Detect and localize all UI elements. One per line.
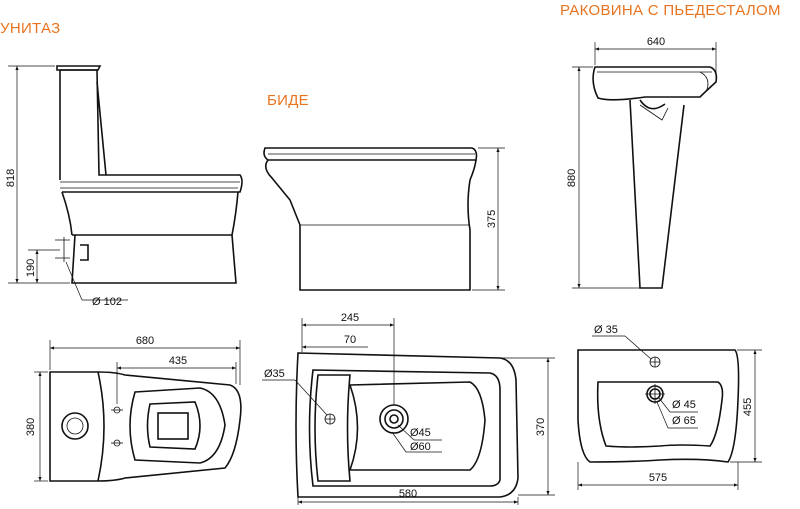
bidet-length-dimension: 580: [297, 488, 519, 505]
bidet-hole-45-label: Ø45: [410, 427, 431, 439]
basin-hole-45-label: Ø 45: [672, 399, 696, 411]
bidet-holes-45-60: Ø45 Ø60: [391, 424, 442, 453]
bidet-245-label: 245: [341, 312, 359, 324]
basin-depth-label: 455: [742, 398, 754, 416]
toilet-side-view: [55, 65, 243, 284]
toilet-width-label: 380: [25, 418, 37, 436]
bidet-top-view: [295, 352, 519, 498]
toilet-top-view: [49, 371, 242, 482]
toilet-outlet-dimension: 190 Ø 102: [25, 249, 128, 308]
bidet-height-label: 375: [486, 210, 498, 228]
bidet-title: БИДЕ: [267, 92, 309, 109]
bidet-width-dimension: 370: [502, 357, 555, 496]
basin-side-view: [592, 66, 718, 289]
toilet-outlet-diameter-label: Ø 102: [92, 296, 122, 308]
toilet-height-dimension: 818: [5, 65, 70, 284]
basin-height-label: 880: [566, 169, 578, 187]
basin-width-plan-dimension: 575: [577, 462, 739, 490]
bidet-245-dimension: 245: [301, 312, 395, 405]
toilet-width-dimension: 380: [25, 371, 48, 482]
bidet-hole-35-label: Ø35: [264, 368, 285, 380]
basin-top-view: [577, 349, 740, 463]
basin-hole-35-label: Ø 35: [594, 324, 618, 336]
toilet-title: УНИТАЗ: [0, 20, 61, 37]
basin-hole-35: Ø 35: [592, 324, 652, 360]
bidet-hole-35: Ø35: [262, 368, 328, 416]
bidet-side-view: [263, 147, 478, 291]
toilet-holes-dimension: 435: [116, 355, 237, 404]
bidet-hole-60-label: Ø60: [410, 441, 431, 453]
basin-height-dimension: 880: [566, 66, 640, 289]
bidet-width-label: 370: [535, 418, 547, 436]
basin-width-top-dimension: 640: [594, 36, 717, 80]
toilet-length-label: 680: [136, 335, 154, 347]
bidet-height-dimension: 375: [472, 147, 505, 291]
bidet-70-label: 70: [344, 334, 356, 346]
basin-holes-45-65: Ø 45 Ø 65: [656, 397, 698, 429]
basin-hole-65-label: Ø 65: [672, 415, 696, 427]
basin-depth-dimension: 455: [730, 349, 762, 463]
basin-width-plan-label: 575: [649, 472, 667, 484]
basin-title: РАКОВИНА С ПЬЕДЕСТАЛОМ: [560, 2, 781, 19]
basin-width-top-label: 640: [647, 36, 665, 48]
toilet-outlet-height-label: 190: [25, 259, 37, 277]
toilet-length-dimension: 680: [49, 335, 241, 385]
toilet-holes-label: 435: [169, 355, 187, 367]
toilet-height-label: 818: [5, 169, 17, 187]
bidet-70-dimension: 70: [302, 334, 368, 349]
bidet-length-label: 580: [399, 488, 417, 500]
